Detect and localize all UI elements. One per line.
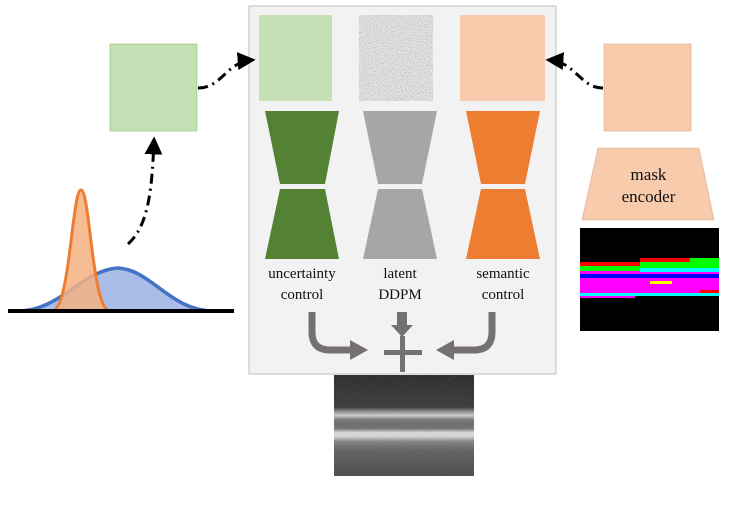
gaussian-orange: [51, 188, 111, 313]
ddpm-encoder: [363, 111, 437, 184]
latent-ddpm-label: latent DDPM: [378, 266, 422, 303]
ddpm-decoder: [363, 189, 437, 259]
dash-dot-arrow-sample: [126, 136, 163, 246]
noise-image: [359, 15, 433, 101]
down-arrow-shaft: [397, 312, 407, 326]
dash-dot-arrow-semantic: [545, 52, 604, 90]
uncertainty-decoder: [265, 189, 339, 259]
uncertainty-input-square: [259, 15, 332, 101]
mask-encoder-shape: [581, 147, 715, 221]
semantic-encoder: [466, 111, 540, 184]
mask-image: [580, 228, 719, 331]
curved-arrow-left-head: [350, 340, 368, 360]
down-arrow-head: [391, 325, 413, 337]
semantic-input-square: [460, 15, 545, 101]
curved-arrow-left: [308, 312, 352, 354]
encoded-mask-square: [603, 43, 692, 132]
dash-dot-arrow-uncertainty: [197, 52, 256, 90]
mask-encoder-label: mask encoder: [621, 165, 676, 206]
uncertainty-control-label: uncertainty control: [268, 266, 336, 303]
curved-arrow-right: [452, 312, 496, 354]
uncertainty-encoder: [265, 111, 339, 184]
oct-output-grain: [334, 375, 474, 476]
semantic-decoder: [466, 189, 540, 259]
sampled-uncertainty-square: [109, 43, 198, 132]
semantic-control-label: semantic control: [476, 266, 530, 303]
gaussian-blue: [17, 266, 215, 313]
curved-arrow-right-head: [436, 340, 454, 360]
plus-icon-v: [400, 336, 405, 372]
